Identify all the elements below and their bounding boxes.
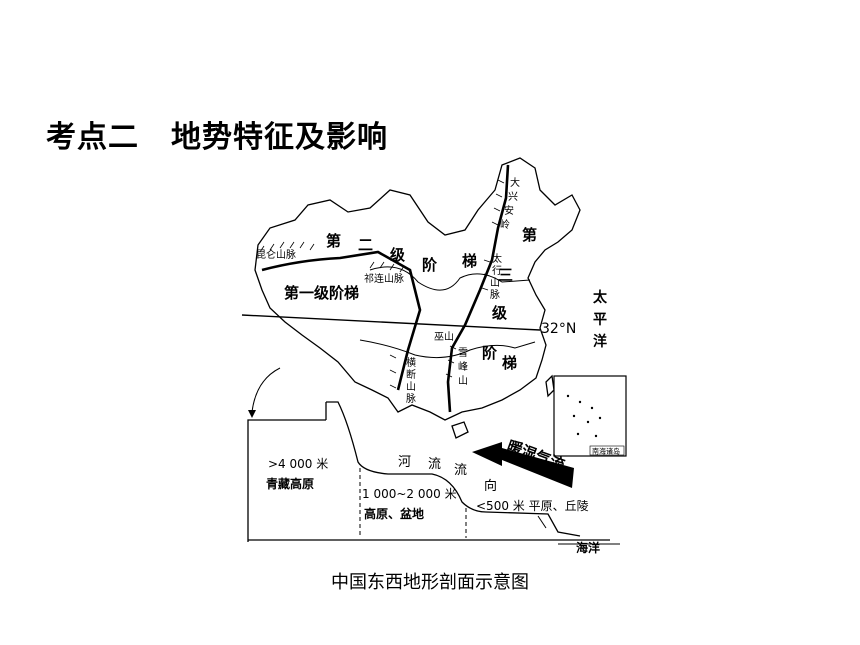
tier2-elevation: 1 000~2 000 米 [362, 487, 457, 501]
hengduan-char-4: 脉 [406, 392, 416, 405]
step3-char-2: 三 [498, 266, 513, 284]
sea-label: 海洋 [576, 540, 600, 555]
daxinganling-char-1: 大 [510, 176, 520, 189]
hengduan-char-2: 断 [406, 368, 416, 381]
heading-label: 考点二 [46, 120, 139, 155]
step-boundary-1 [261, 250, 422, 391]
daxinganling-char-4: 岭 [500, 218, 510, 231]
mountain-hatching [259, 179, 505, 389]
step2-char-3: 级 [390, 246, 406, 264]
taihang-char-2: 行 [492, 264, 502, 277]
small-arrow [537, 515, 547, 529]
step1-label: 第一级阶梯 [284, 284, 359, 302]
xuefeng-char-3: 山 [458, 375, 468, 387]
tier1-elevation: >4 000 米 [268, 457, 328, 471]
ocean-char-3: 洋 [593, 333, 607, 350]
xuefeng-char-2: 峰 [458, 361, 468, 373]
tier3-label: <500 米 平原、丘陵 [476, 499, 589, 513]
tier2-name: 高原、盆地 [364, 506, 424, 521]
hainan-island [451, 421, 469, 439]
step3-char-5: 梯 [502, 354, 517, 372]
river-flow-label: 河 流 流 向 [398, 455, 497, 494]
profile-outline [326, 401, 581, 537]
inset-label: 南海诸岛 [592, 447, 620, 456]
mountain-labels: 昆仑山脉 祁连山脉 巫山 横 断 山 脉 大 兴 安 岭 太 行 山 脉 雪 峰… [256, 176, 520, 405]
terrain-profile: >4 000 米 青藏高原 1 000~2 000 米 高原、盆地 <500 米… [247, 401, 620, 555]
section-heading: 考点二地势特征及影响 [46, 112, 388, 156]
terrain-figure: 32°N 第 二 级 阶 梯 第 三 级 阶 梯 第一级阶梯 昆仑山脉 祁连山脉… [240, 150, 640, 562]
step3-char-3: 级 [492, 304, 508, 322]
tier1-name: 青藏高原 [266, 476, 314, 491]
taihang-char-1: 太 [492, 252, 502, 265]
river-char-3: 流 [454, 463, 467, 478]
daxinganling-char-3: 安 [504, 204, 514, 217]
connector-arrowhead [248, 410, 256, 418]
ocean-label: 太 平 洋 [593, 289, 608, 350]
south-sea-inset: 南海诸岛 [553, 375, 627, 457]
connector-arc [251, 367, 281, 413]
ocean-char-2: 平 [593, 312, 607, 328]
step2-char-1: 第 [326, 232, 341, 250]
step2-char-4: 阶 [422, 256, 438, 274]
step-boundary-2 [446, 164, 510, 413]
latitude-line: 32°N [241, 314, 576, 337]
step3-char-4: 阶 [482, 344, 498, 362]
wushan-label: 巫山 [434, 331, 454, 343]
step-labels: 第 二 级 阶 梯 第 三 级 阶 梯 第一级阶梯 [284, 226, 537, 372]
step2-char-2: 二 [358, 236, 373, 254]
kunlun-label: 昆仑山脉 [256, 248, 296, 261]
river-char-2: 流 [428, 457, 441, 472]
qilian-label: 祁连山脉 [364, 272, 404, 285]
taihang-char-4: 脉 [490, 288, 500, 301]
figure-caption: 中国东西地形剖面示意图 [331, 572, 529, 593]
yangtze-river [359, 339, 536, 359]
river-char-4: 向 [484, 478, 497, 494]
heading-title: 地势特征及影响 [171, 120, 388, 155]
ocean-char-1: 太 [593, 289, 608, 306]
step3-char-1: 第 [522, 226, 537, 244]
taihang-char-3: 山 [490, 277, 500, 289]
china-map [254, 157, 581, 439]
hengduan-char-1: 横 [406, 356, 416, 369]
profile-frame-left [247, 419, 326, 542]
xuefeng-char-1: 雪 [458, 347, 468, 359]
terrain-diagram: 32°N 第 二 级 阶 梯 第 三 级 阶 梯 第一级阶梯 昆仑山脉 祁连山脉… [241, 157, 627, 555]
river-char-1: 河 [398, 455, 411, 470]
latitude-label: 32°N [541, 321, 576, 337]
step2-char-5: 梯 [462, 252, 477, 270]
hengduan-char-3: 山 [406, 381, 416, 393]
daxinganling-char-2: 兴 [508, 191, 518, 203]
taiwan-island [545, 374, 555, 398]
china-outline [254, 157, 581, 421]
